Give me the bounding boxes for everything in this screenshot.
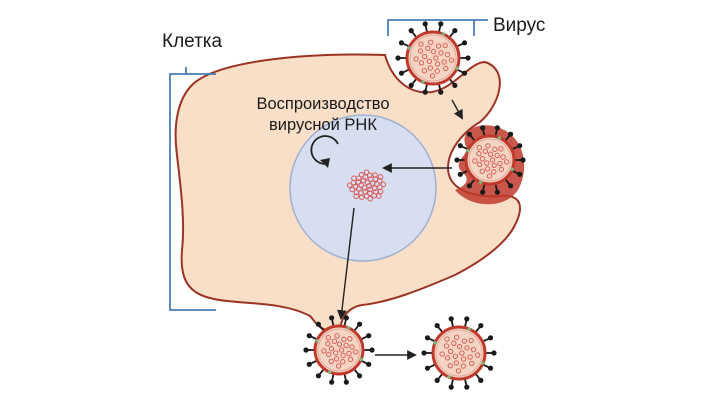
rna-cluster-icon	[347, 169, 386, 202]
virus-icon	[454, 125, 526, 195]
virus-icon	[303, 315, 375, 385]
cell-bracket	[169, 67, 216, 311]
nucleus	[289, 114, 437, 262]
virus-icon	[395, 21, 471, 95]
circular-arrow-icon	[310, 135, 339, 168]
rna-replication-label: Воспроизводство вирусной РНК	[256, 95, 390, 134]
arrow-entry	[451, 99, 463, 120]
arrow-to-budding	[337, 207, 355, 320]
virus-bracket	[387, 19, 488, 36]
virus-label: Вирус	[493, 15, 546, 36]
virus-icon	[421, 316, 497, 390]
cell-label: Клетка	[162, 31, 223, 52]
